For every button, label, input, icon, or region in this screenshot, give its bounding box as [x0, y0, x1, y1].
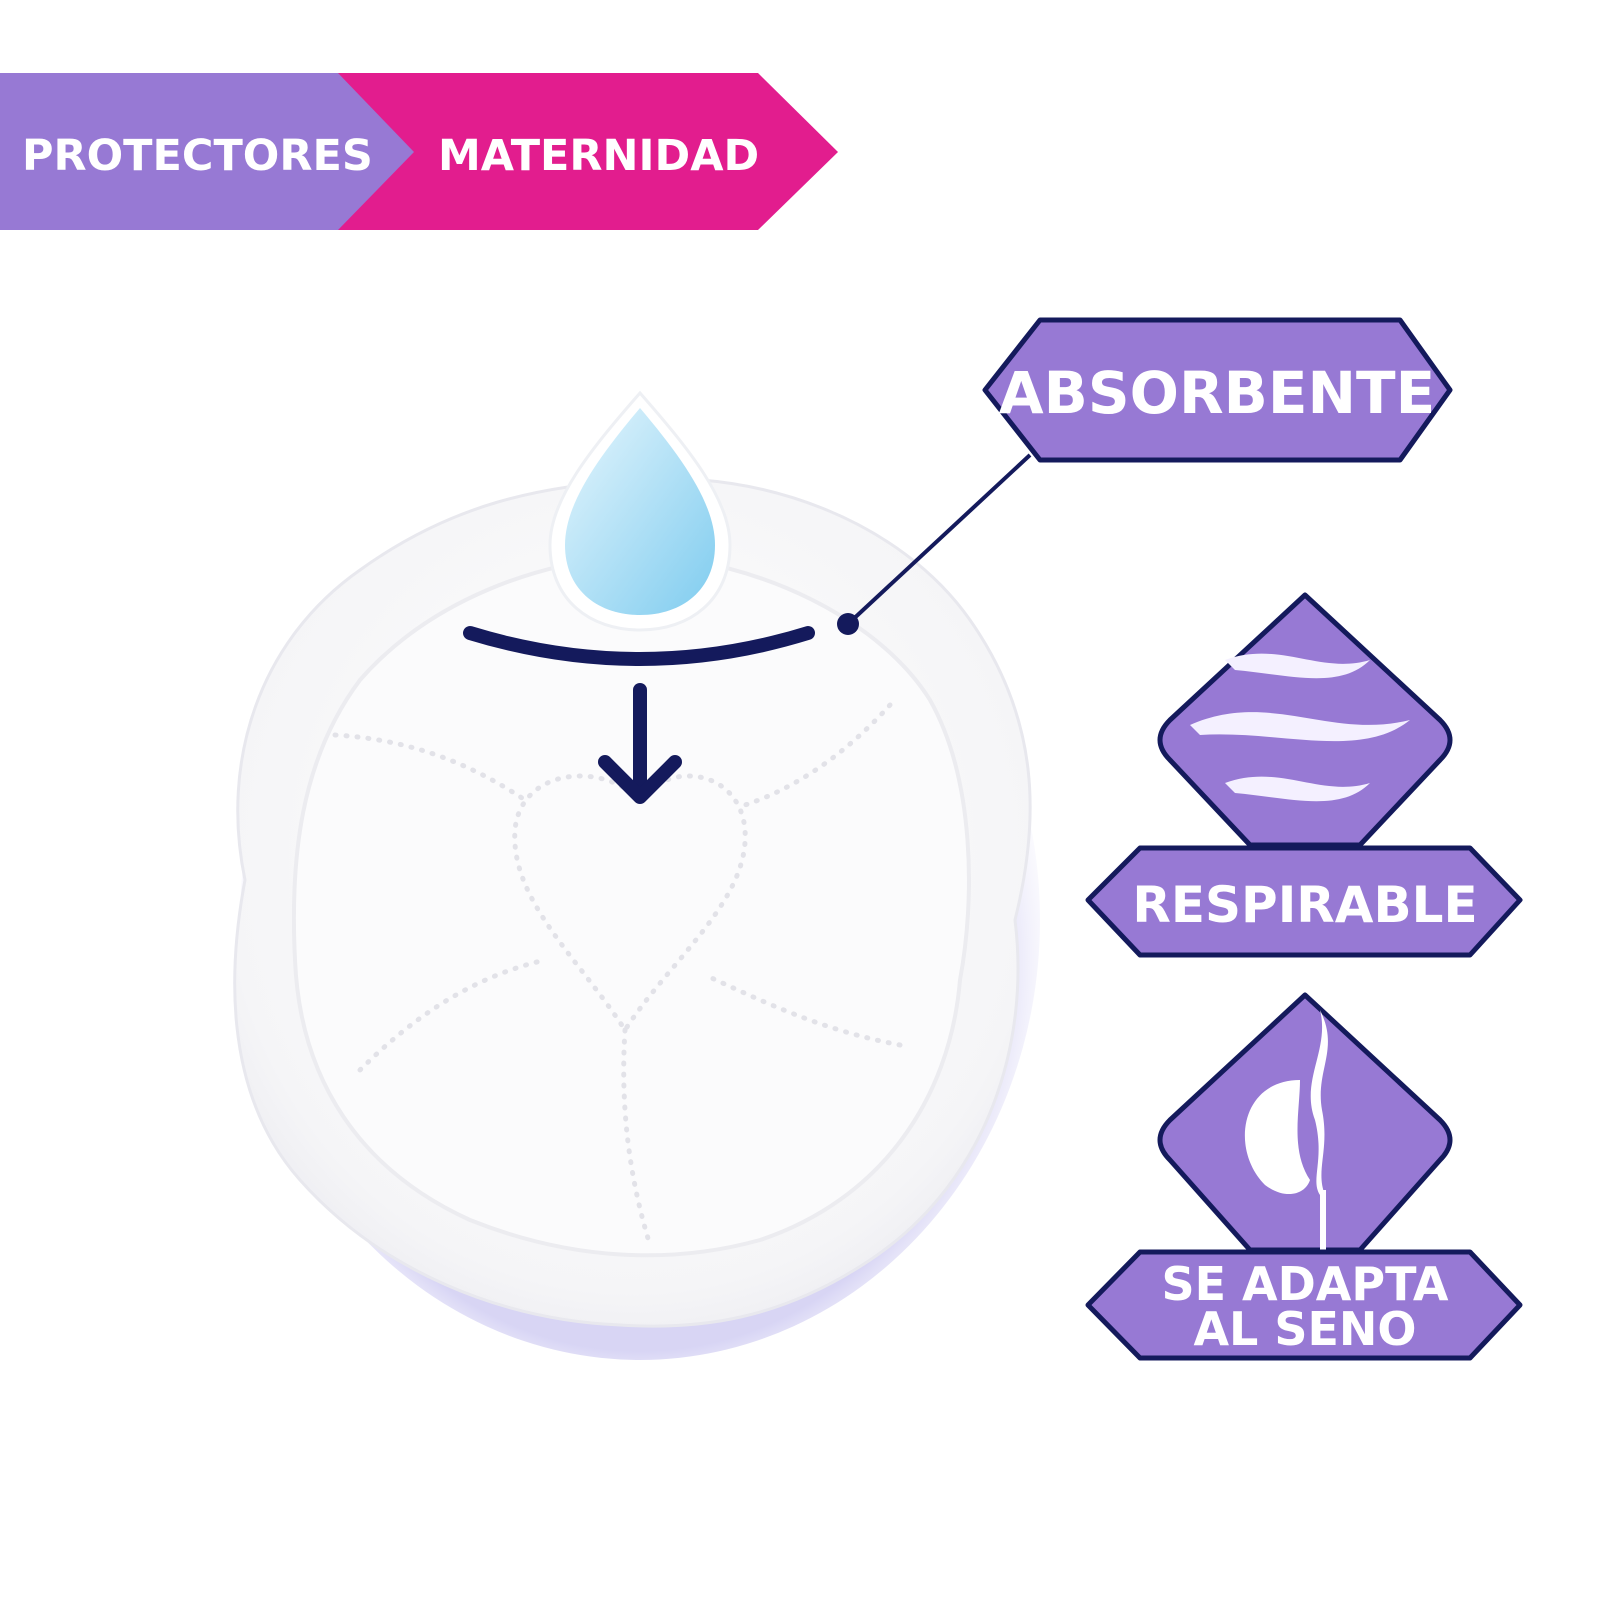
feature-respirable-label: RESPIRABLE: [1132, 876, 1477, 934]
banner-purple-segment: [0, 73, 414, 230]
absorb-surface-line: [463, 626, 815, 666]
air-waves-icon: [1190, 653, 1410, 802]
water-drop-icon: [548, 390, 732, 632]
banner-subcategory: MATERNIDAD: [438, 131, 759, 181]
nursing-pad-image: [233, 477, 1040, 1360]
callout-dot: [837, 613, 859, 635]
embossed-heart-pattern: [332, 702, 903, 1248]
banner-category: PROTECTORES: [22, 131, 373, 181]
feature-adapta-label-line2: AL SENO: [1193, 1302, 1416, 1356]
feature-adapta-label-line1: SE ADAPTA: [1161, 1257, 1448, 1311]
category-banner: PROTECTORES MATERNIDAD: [0, 73, 838, 230]
arrow-down-icon: [598, 683, 682, 804]
feature-respirable-badge: RESPIRABLE: [1085, 592, 1523, 958]
feature-absorbente-label: ABSORBENTE: [999, 359, 1435, 427]
banner-pink-segment: [330, 73, 838, 230]
feature-adapta-badge: SE ADAPTA AL SENO: [1085, 992, 1523, 1361]
feature-absorbente-badge: ABSORBENTE: [982, 317, 1453, 463]
callout-leader-line: [846, 453, 1032, 626]
breast-fit-icon: [1244, 1010, 1328, 1250]
